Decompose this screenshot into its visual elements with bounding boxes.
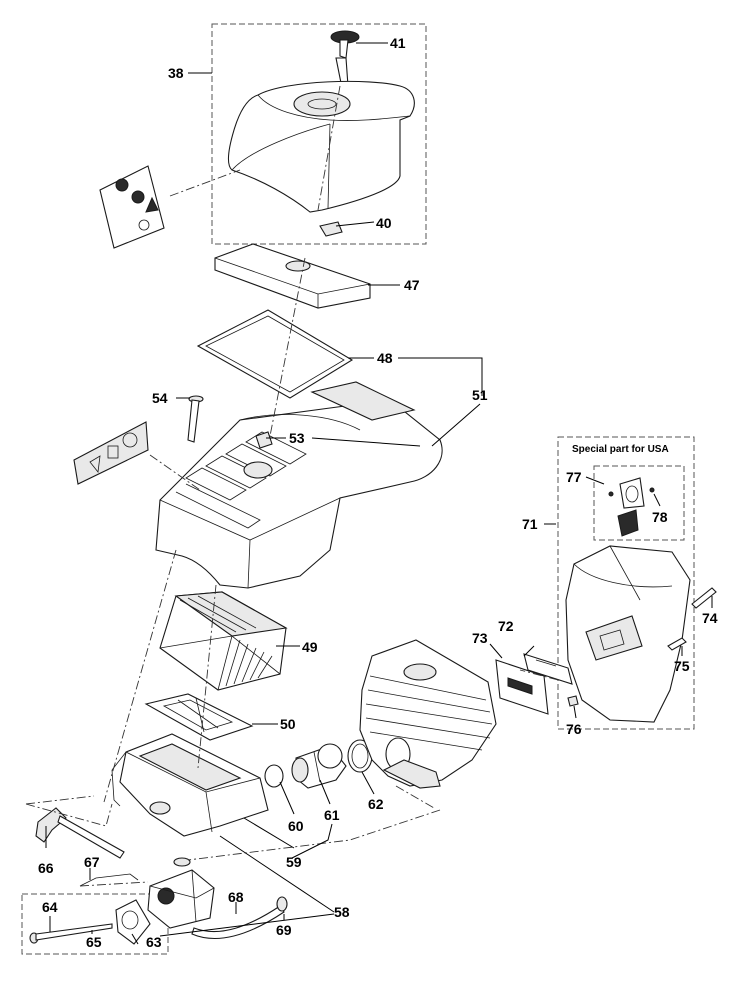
callout-59: 59 xyxy=(286,854,302,870)
callout-65: 65 xyxy=(86,934,102,950)
callout-69: 69 xyxy=(276,922,292,938)
callout-76: 76 xyxy=(566,721,582,737)
part-51-filter-housing xyxy=(155,381,443,589)
part-47-filter-pad xyxy=(214,243,371,309)
part-67-link-rod xyxy=(79,873,139,887)
callout-66: 66 xyxy=(38,860,54,876)
part-61-intake-manifold xyxy=(291,743,347,789)
callout-61: 61 xyxy=(324,807,340,823)
callout-60: 60 xyxy=(288,818,304,834)
part-60-o-ring xyxy=(264,764,284,788)
filter-pleats xyxy=(179,595,273,687)
callout-47: 47 xyxy=(404,277,420,293)
callout-63: 63 xyxy=(146,934,162,950)
part-77-78-spark-arrestor xyxy=(608,477,655,537)
callout-53: 53 xyxy=(289,430,305,446)
callout-58: 58 xyxy=(334,904,350,920)
part-59-airbox-base xyxy=(111,733,269,837)
callout-64: 64 xyxy=(42,899,58,915)
part-63-gasket xyxy=(115,899,151,945)
leader-lines xyxy=(45,42,713,945)
callout-38: 38 xyxy=(168,65,184,81)
part-62-clamp xyxy=(347,739,373,773)
part-41-knob xyxy=(330,30,360,89)
part-74-screw xyxy=(691,587,717,609)
group-box-77 xyxy=(593,465,685,541)
callout-68: 68 xyxy=(228,889,244,905)
callout-50: 50 xyxy=(280,716,296,732)
callout-75: 75 xyxy=(674,658,690,674)
part-50-filter-frame xyxy=(144,693,254,741)
callout-49: 49 xyxy=(302,639,318,655)
group-box-usa xyxy=(557,436,695,730)
side-decal xyxy=(73,421,149,485)
warning-label xyxy=(99,165,165,249)
callout-67: 67 xyxy=(84,854,100,870)
part-75-screw xyxy=(667,637,687,651)
group-box-38 xyxy=(211,23,427,245)
callout-71: 71 xyxy=(522,516,538,532)
part-72-gasket xyxy=(523,653,573,685)
callout-51: 51 xyxy=(472,387,488,403)
callout-41: 41 xyxy=(390,35,406,51)
part-76-nut xyxy=(567,695,579,707)
part-48-gasket xyxy=(196,309,354,399)
callout-74: 74 xyxy=(702,610,718,626)
part-66-choke-lever xyxy=(35,807,125,859)
part-69-grommet xyxy=(276,896,288,912)
assembly-lines xyxy=(25,85,559,887)
cylinder xyxy=(359,639,497,789)
callout-73: 73 xyxy=(472,630,488,646)
callout-78: 78 xyxy=(652,509,668,525)
callout-48: 48 xyxy=(377,350,393,366)
part-53-nut xyxy=(255,431,273,449)
callout-77: 77 xyxy=(566,469,582,485)
cylinder-fins xyxy=(365,675,493,751)
usa-special-note: Special part for USA xyxy=(572,444,669,455)
callout-62: 62 xyxy=(368,796,384,812)
part-54-bolt xyxy=(187,395,204,443)
carburetor xyxy=(147,857,215,929)
part-64-65-bolt xyxy=(29,923,113,944)
callout-54: 54 xyxy=(152,390,168,406)
callout-labels: 38 41 40 47 48 51 54 53 49 50 60 61 62 5… xyxy=(38,35,718,950)
callout-72: 72 xyxy=(498,618,514,634)
part-71-muffler xyxy=(565,545,691,723)
part-40-clip xyxy=(319,221,343,237)
part-49-pleated-filter xyxy=(159,591,288,691)
callout-40: 40 xyxy=(376,215,392,231)
